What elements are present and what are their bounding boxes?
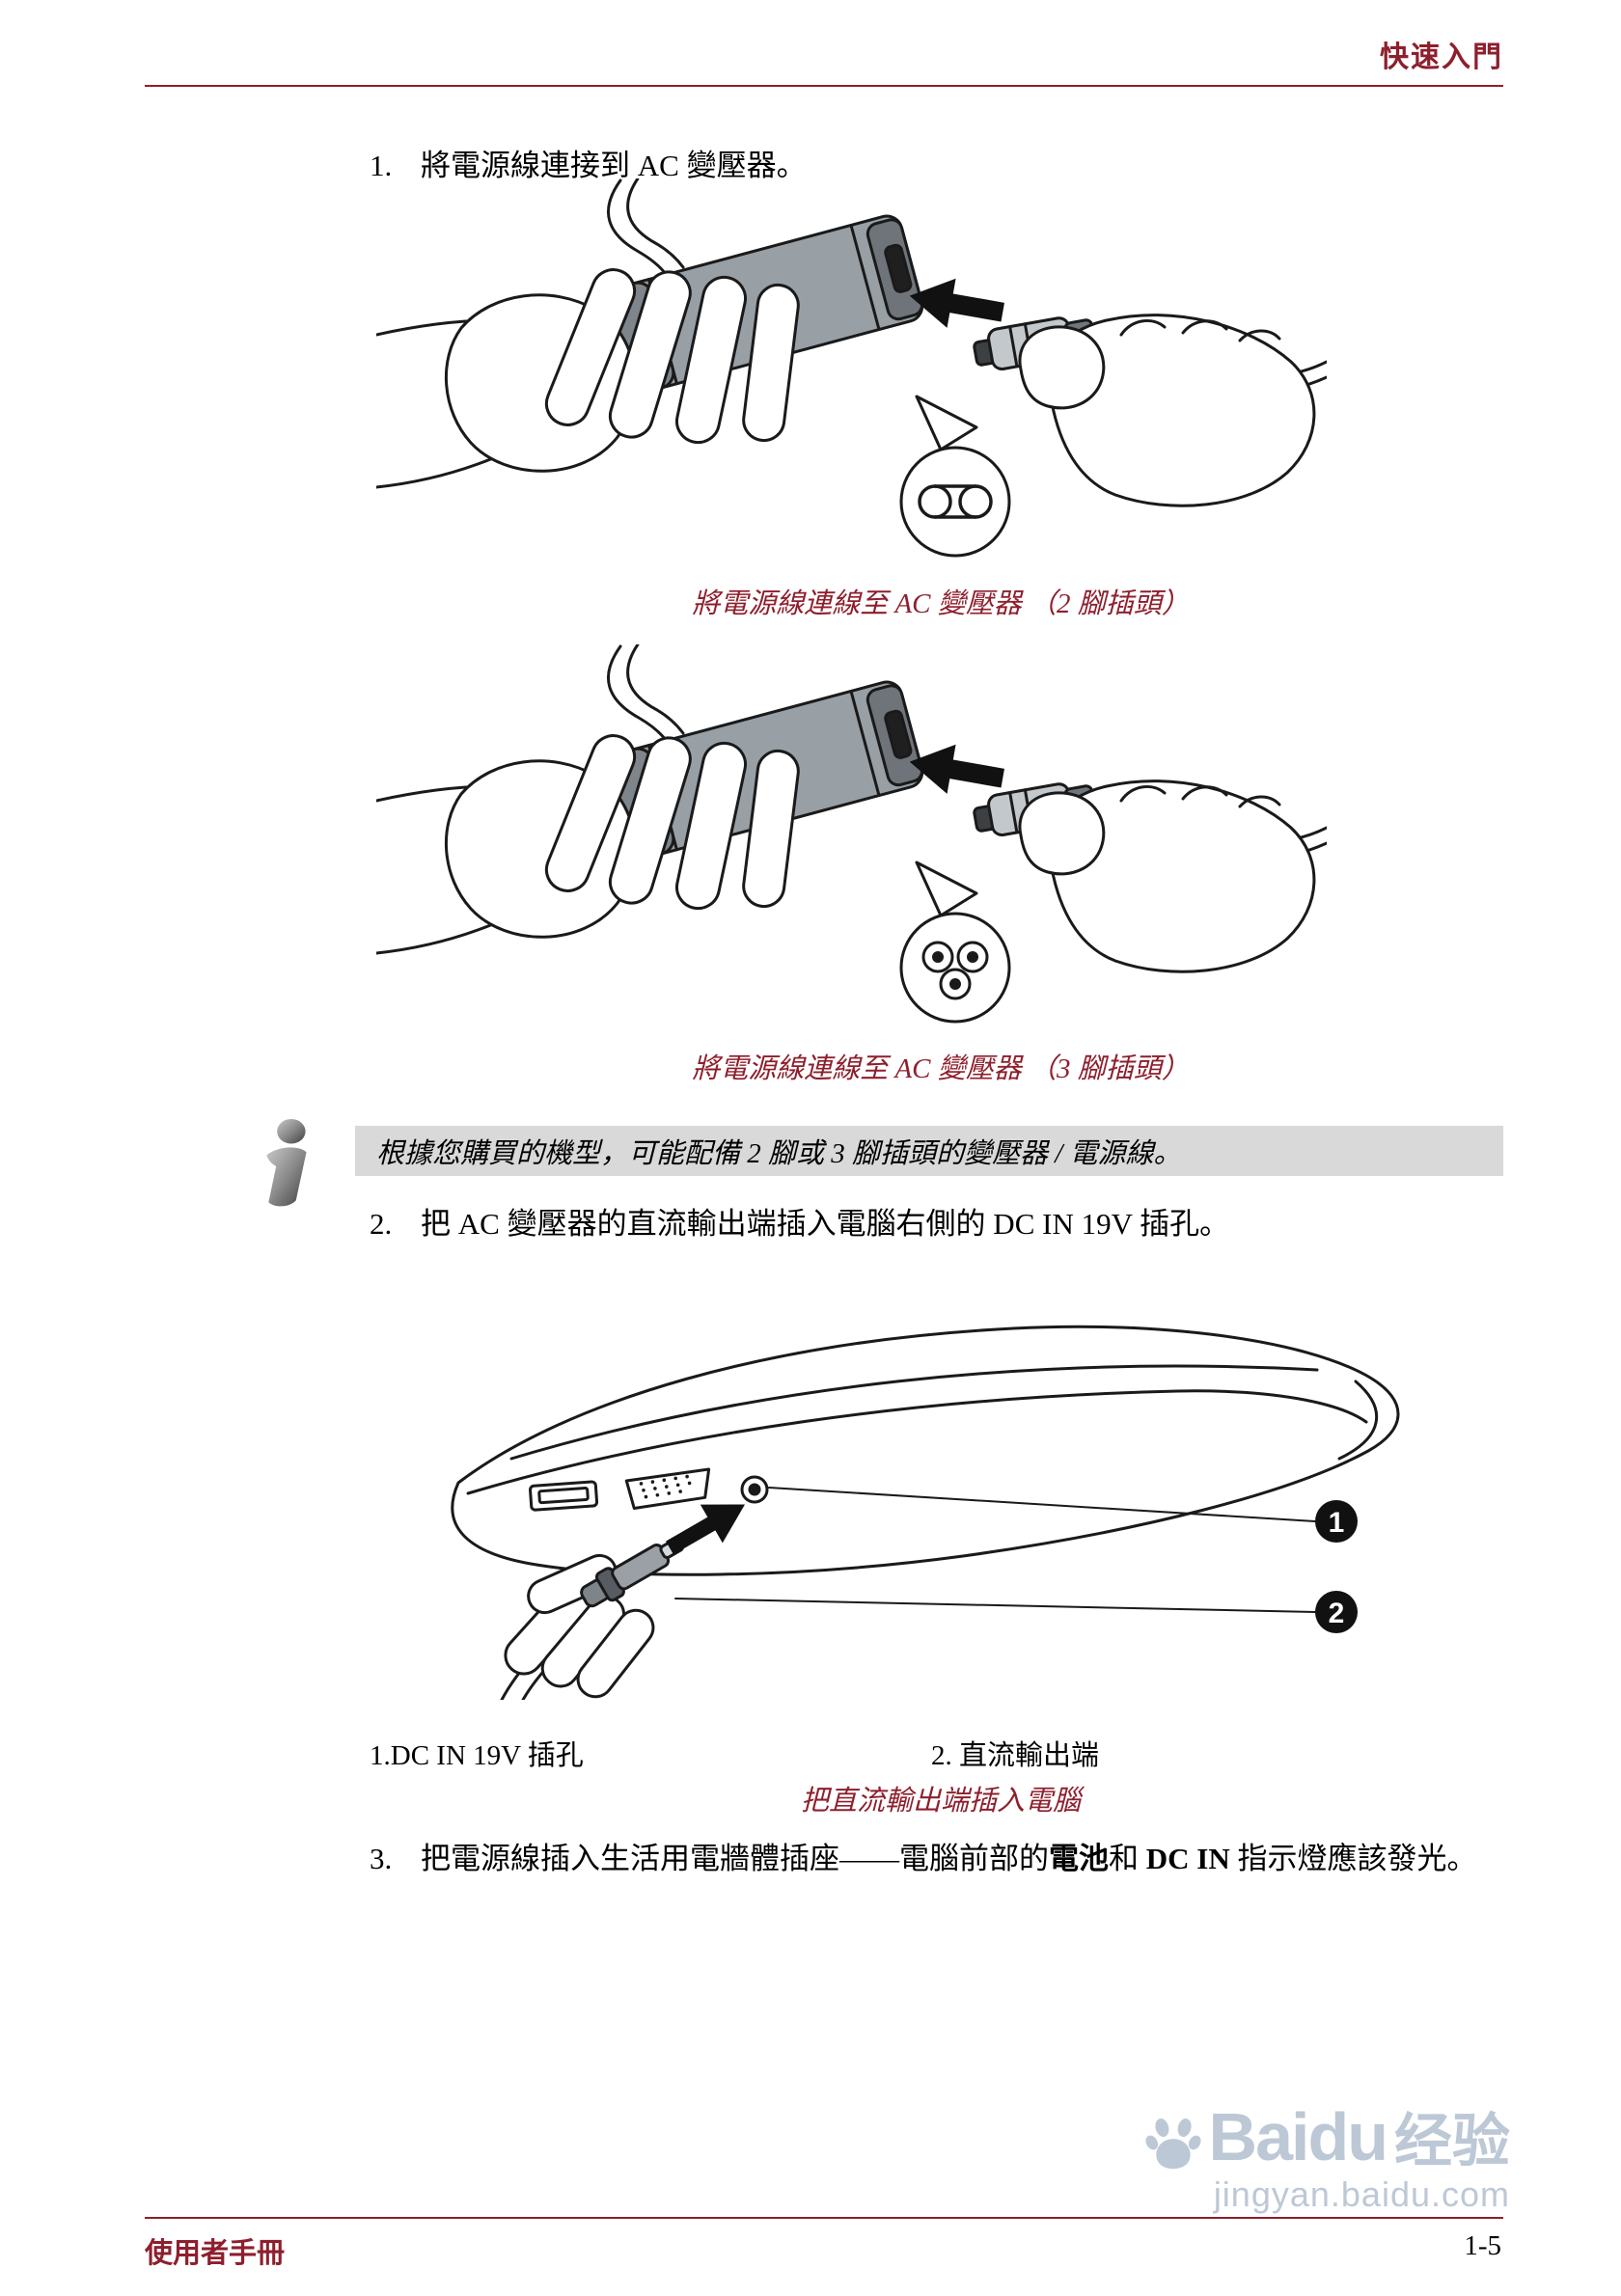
two-pin-symbol — [899, 395, 1011, 558]
arrow-to-jack-icon — [666, 1504, 745, 1555]
header-rule — [145, 85, 1503, 87]
figure-1-caption: 將電源線連線至 AC 變壓器 （2 腳插頭） — [692, 588, 1190, 619]
step-2: 2. 把 AC 變壓器的直流輸出端插入電腦右側的 DC IN 19V 插孔。 — [370, 1203, 1503, 1246]
figure-adapter-3pin — [376, 644, 1327, 1045]
laptop — [451, 1325, 1400, 1576]
callout-1-number: 1 — [1329, 1507, 1345, 1539]
step-1: 1. 將電源線連接到 AC 變壓器。 — [370, 145, 1503, 188]
step-1-number: 1. — [370, 149, 393, 182]
paw-icon — [1144, 2118, 1201, 2170]
info-note: 根據您購買的機型，可能配備 2 腳或 3 腳插頭的變壓器 / 電源線。 — [355, 1126, 1503, 1176]
figure-2-caption: 將電源線連線至 AC 變壓器 （3 腳插頭） — [692, 1053, 1190, 1084]
step-1-text: 將電源線連接到 AC 變壓器。 — [421, 149, 807, 182]
figure-3-caption: 把直流輸出端插入電腦 — [800, 1786, 1081, 1817]
step-3-number: 3. — [370, 1842, 393, 1875]
footer-manual-title: 使用者手冊 — [145, 2238, 286, 2269]
illustration-connect-cord-3pin — [376, 644, 1327, 1024]
figure-dc-in: 1 2 — [386, 1285, 1447, 1700]
step-2-text: 把 AC 變壓器的直流輸出端插入電腦右側的 DC IN 19V 插孔。 — [421, 1207, 1230, 1241]
footer-page-number: 1-5 — [1464, 2230, 1501, 2261]
watermark-brand-cn: 经验 — [1394, 2109, 1510, 2173]
hand-holding-plug — [504, 1553, 655, 1699]
battery-bold: 電池 — [1049, 1842, 1109, 1875]
watermark-url: jingyan.baidu.com — [1213, 2174, 1510, 2214]
baidu-watermark: Baidu 经验 jingyan.baidu.com — [1144, 2099, 1510, 2215]
callout-2-number: 2 — [1329, 1598, 1345, 1629]
figure-3-label-1: 1.DC IN 19V 插孔 — [370, 1740, 584, 1771]
step-2-number: 2. — [370, 1207, 393, 1241]
usb-port — [529, 1480, 599, 1512]
dc-in-jack — [740, 1475, 769, 1504]
illustration-connect-cord-2pin — [376, 178, 1327, 558]
watermark-brand: Baidu — [1208, 2099, 1388, 2174]
vga-port — [624, 1467, 711, 1510]
leader-line-2 — [674, 1598, 1316, 1613]
callout-1-badge: 1 — [1315, 1500, 1358, 1543]
step-3: 3. 把電源線插入生活用電牆體插座——電腦前部的電池和 DC IN 指示燈應該發… — [370, 1838, 1503, 1881]
callout-2-badge: 2 — [1315, 1591, 1358, 1633]
dc-in-bold: DC IN — [1145, 1842, 1230, 1875]
leader-line-1 — [768, 1487, 1316, 1522]
figure-3-label-2: 2. 直流輸出端 — [931, 1740, 1100, 1771]
page-title: 快速入門 — [1380, 41, 1503, 73]
info-icon — [241, 1117, 328, 1212]
note-text: 根據您購買的機型，可能配備 2 腳或 3 腳插頭的變壓器 / 電源線。 — [376, 1138, 1182, 1169]
footer-rule — [145, 2217, 1503, 2219]
illustration-dc-in: 1 2 — [451, 1325, 1400, 1700]
figure-adapter-2pin — [376, 178, 1327, 579]
three-pin-symbol — [899, 861, 1011, 1024]
step-3-text: 把電源線插入生活用電牆體插座——電腦前部的電池和 DC IN 指示燈應該發光。 — [421, 1842, 1477, 1875]
